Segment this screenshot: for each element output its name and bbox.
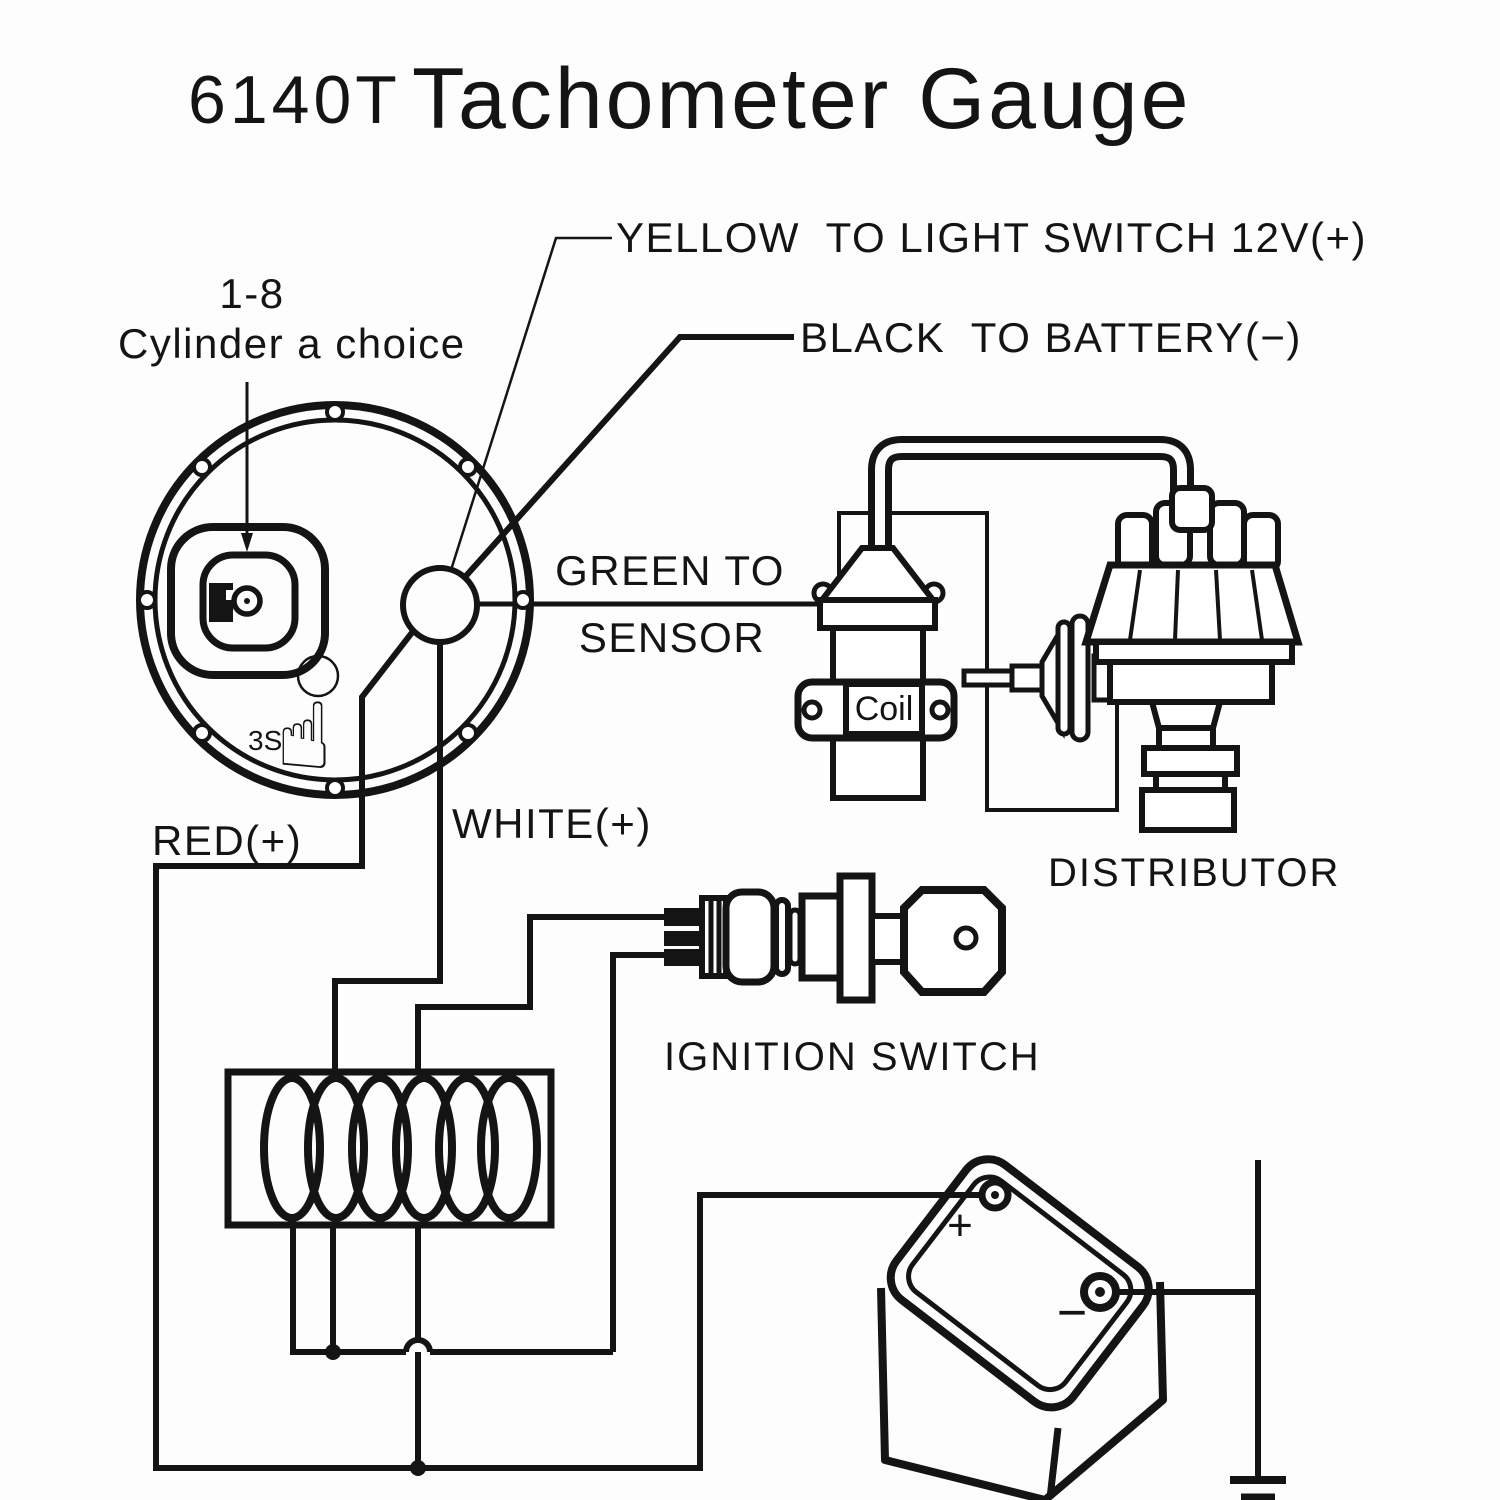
shaft-segment [1139,787,1237,833]
shaft-segment [1141,745,1240,777]
cylinder-note-line2: Cylinder a choice [118,320,466,367]
coil-bottom-left-wire [290,1225,406,1355]
wire-hop [403,1337,433,1353]
key-head [900,886,1006,996]
battery-positive-terminal [978,1178,1012,1212]
connector-prong [664,931,704,946]
coil-to-distributor-wire [837,511,1119,812]
plug-tower [1207,500,1247,568]
barrel-rib [773,897,791,977]
center-tower [1169,485,1215,533]
coil-label: Coil [855,690,914,728]
red-wire-label: RED(+) [152,817,302,864]
coil-bracket-ear [801,699,823,721]
black-leader-line [462,334,794,580]
pickup-coil-winding [224,1068,555,1229]
switch-cylinder [798,892,844,982]
junction-dot [325,1344,341,1360]
page-title: Tachometer Gauge [412,51,1191,147]
white-wire-label: WHITE(+) [452,800,652,847]
ignition-switch [664,872,1006,1004]
gauge-bolts [137,402,533,798]
red-wire-path [153,628,981,1471]
title-model: 6140T [188,62,401,138]
ignition-top-wire [415,914,668,1072]
distributor-label: DISTRIBUTOR [1048,851,1340,895]
switch-notch [226,590,234,600]
tachometer-gauge: ☝ 3S [136,382,534,799]
battery-negative-terminal [1080,1272,1120,1312]
connector-collar [699,895,729,979]
ht-tube-core [875,443,1187,555]
sensor-connector-circle [400,565,480,645]
distributor-neck [1148,699,1224,731]
wires [153,236,1261,1480]
ignition-bottom-wire [610,952,668,1352]
svg-text:☝: ☝ [276,683,332,790]
calibration-switch-block [209,583,233,622]
battery-front-edge [1046,1427,1062,1499]
touch-time-label: 3S [248,725,282,756]
calibration-window-inner [199,551,299,652]
connector-prong [664,949,704,966]
coil-cap-flange [817,597,938,631]
cylinder-note-line1: 1-8 [219,270,284,317]
battery-plus-label: + [947,1201,973,1250]
battery-top-face [886,1155,1153,1412]
ignition-coil: Coil [794,436,1194,801]
distributor [961,485,1303,833]
distributor-body [1107,659,1275,705]
yellow-wire-label: YELLOW TO LIGHT SWITCH 12V(+) [616,214,1367,261]
key-hole [953,925,979,951]
battery-body [877,1281,1167,1500]
coil-label-box [843,681,925,737]
black-wire-label: BLACK TO BATTERY(−) [800,314,1302,361]
switch-barrel [722,888,778,986]
winding-frame [224,1068,555,1229]
connector-prong [664,908,704,926]
calibration-dial [231,585,263,617]
vacuum-nipple [1009,663,1047,693]
mounting-flange [836,872,876,1004]
ignition-switch-label: IGNITION SWITCH [664,1035,1041,1079]
coil-bracket-ear [929,699,951,721]
cap-ridges [1128,569,1264,641]
green-wire-label-line2: SENSOR [579,614,765,661]
vacuum-nipple-tube [961,668,1015,688]
yellow-leader-line [449,236,612,571]
junction-dot [410,1460,426,1476]
white-wire-path [332,642,443,1072]
calibration-dial-dot [244,598,250,604]
distributor-cap [1081,561,1303,646]
collar-ribs [708,898,722,976]
touch-hand-icon: ☝ [276,654,340,790]
ground-icon [1230,1476,1286,1500]
vacuum-diaphragm [1055,619,1073,737]
battery: + − [877,1155,1167,1500]
green-wire-label-line1: GREEN TO [555,547,785,594]
selector-arrow-head [241,533,253,552]
battery-minus-label: − [1057,1284,1087,1342]
vacuum-diaphragm [1069,613,1091,743]
